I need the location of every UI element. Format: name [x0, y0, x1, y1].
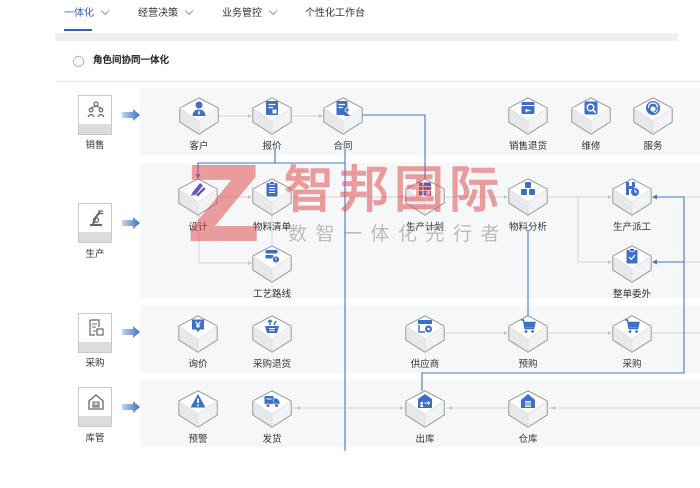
node-shipping[interactable]: 发货: [252, 390, 292, 445]
warehouse-keeper-icon: [88, 394, 104, 410]
quote-icon: [266, 101, 278, 115]
node-label: 工艺路线: [252, 289, 291, 300]
node-design[interactable]: 设计: [178, 178, 218, 233]
node-bom[interactable]: 物料清单: [252, 178, 292, 233]
role-box-footer: [79, 124, 111, 134]
dispatch-icon: [626, 182, 639, 196]
node-pre-purchase[interactable]: 预购: [508, 315, 548, 370]
arrow-right-icon: [122, 326, 140, 338]
node-production-plan[interactable]: 生产计划: [405, 178, 445, 233]
shipping-truck-icon: [264, 396, 280, 408]
role-box-footer: [79, 232, 111, 242]
node-label: 物料清单: [252, 222, 291, 233]
robot-arm-icon: [90, 210, 103, 226]
tab-label: 经营决策: [138, 8, 178, 19]
node-warning[interactable]: 预警: [178, 390, 218, 445]
warehouse-icon: [521, 394, 535, 408]
node-sales-return[interactable]: 销售退货: [508, 97, 548, 152]
node-repair[interactable]: 维修: [571, 97, 611, 152]
header-divider-bar: [55, 33, 678, 41]
node-label: 仓库: [518, 434, 538, 445]
node-label: 物料分析: [508, 222, 547, 233]
material-analysis-icon: [521, 182, 535, 195]
outbound-icon: [418, 394, 432, 408]
role-label: 采购: [85, 358, 105, 369]
tab-business-decision[interactable]: 经营决策: [138, 6, 194, 22]
node-customer[interactable]: 客户: [179, 97, 219, 152]
node-label: 采购退货: [252, 359, 291, 370]
purchase-doc-icon: [89, 319, 104, 336]
node-label: 整单委外: [612, 289, 651, 300]
bom-icon: [266, 181, 278, 197]
tab-personal-workbench[interactable]: 个性化工作台: [305, 6, 365, 22]
production-plan-icon: [419, 182, 431, 196]
tab-label: 一体化: [64, 8, 94, 19]
role-label: 生产: [85, 249, 105, 260]
tab-integration[interactable]: 一体化: [64, 6, 110, 22]
node-label: 出库: [415, 434, 435, 445]
role-warehouse-keeper[interactable]: [78, 387, 112, 427]
node-dispatch[interactable]: 生产派工: [612, 178, 652, 233]
node-inquiry[interactable]: 询价: [178, 315, 218, 370]
node-quote[interactable]: 报价: [252, 97, 292, 152]
process-route-icon: [265, 250, 280, 264]
node-service[interactable]: 服务: [633, 97, 673, 152]
contract-icon: [336, 101, 350, 116]
inquiry-icon: [192, 319, 204, 332]
node-contract[interactable]: 合同: [323, 97, 363, 152]
node-label: 设计: [188, 222, 208, 233]
tab-label: 个性化工作台: [305, 8, 365, 19]
pre-purchase-icon: [521, 319, 536, 333]
warning-icon: [190, 394, 206, 408]
node-purchase-return[interactable]: 采购退货: [252, 315, 292, 370]
node-label: 合同: [333, 141, 353, 152]
section-title: 角色间协同一体化: [93, 55, 170, 66]
node-outsource[interactable]: 整单委外: [612, 245, 652, 300]
tab-business-control[interactable]: 业务管控: [222, 6, 278, 22]
arrow-right-icon: [122, 401, 140, 413]
node-label: 客户: [189, 141, 209, 152]
tab-label: 业务管控: [222, 8, 262, 19]
node-label: 供应商: [410, 359, 440, 370]
role-label: 销售: [85, 140, 105, 151]
role-box-footer: [79, 342, 111, 352]
outsource-icon: [626, 248, 638, 264]
node-warehouse[interactable]: 仓库: [508, 390, 548, 445]
node-label: 维修: [581, 141, 601, 152]
arrow-right-icon: [122, 109, 140, 121]
gear-icon: [73, 56, 84, 67]
customer-icon: [192, 101, 206, 116]
node-purchase[interactable]: 采购: [612, 315, 652, 370]
node-label: 生产派工: [612, 222, 651, 233]
role-purchase[interactable]: [78, 313, 112, 353]
role-label: 库管: [85, 433, 105, 444]
node-outbound[interactable]: 出库: [405, 390, 445, 445]
sales-return-icon: [521, 102, 535, 114]
node-label: 销售退货: [508, 141, 547, 152]
repair-icon: [584, 101, 598, 115]
active-tab-indicator: [64, 29, 92, 31]
node-label: 预购: [518, 359, 538, 370]
node-label: 预警: [188, 434, 208, 445]
node-label: 发货: [262, 434, 282, 445]
arrow-right-icon: [122, 217, 140, 229]
node-supplier[interactable]: 供应商: [405, 315, 445, 370]
node-label: 询价: [188, 359, 208, 370]
node-label: 报价: [262, 141, 282, 152]
node-label: 服务: [643, 141, 663, 152]
purchase-cart-icon: [625, 319, 640, 333]
node-material-analysis[interactable]: 物料分析: [508, 178, 548, 233]
purchase-return-icon: [265, 319, 279, 333]
node-label: 采购: [622, 359, 642, 370]
supplier-icon: [418, 320, 432, 333]
role-production[interactable]: [78, 203, 112, 243]
org-chart-icon: [87, 101, 105, 118]
role-box-footer: [79, 416, 111, 426]
design-icon: [191, 183, 206, 197]
node-process-route[interactable]: 工艺路线: [252, 245, 292, 300]
node-label: 生产计划: [405, 222, 444, 233]
role-sales[interactable]: [78, 95, 112, 135]
service-icon: [646, 101, 660, 115]
section-divider: [55, 81, 700, 82]
